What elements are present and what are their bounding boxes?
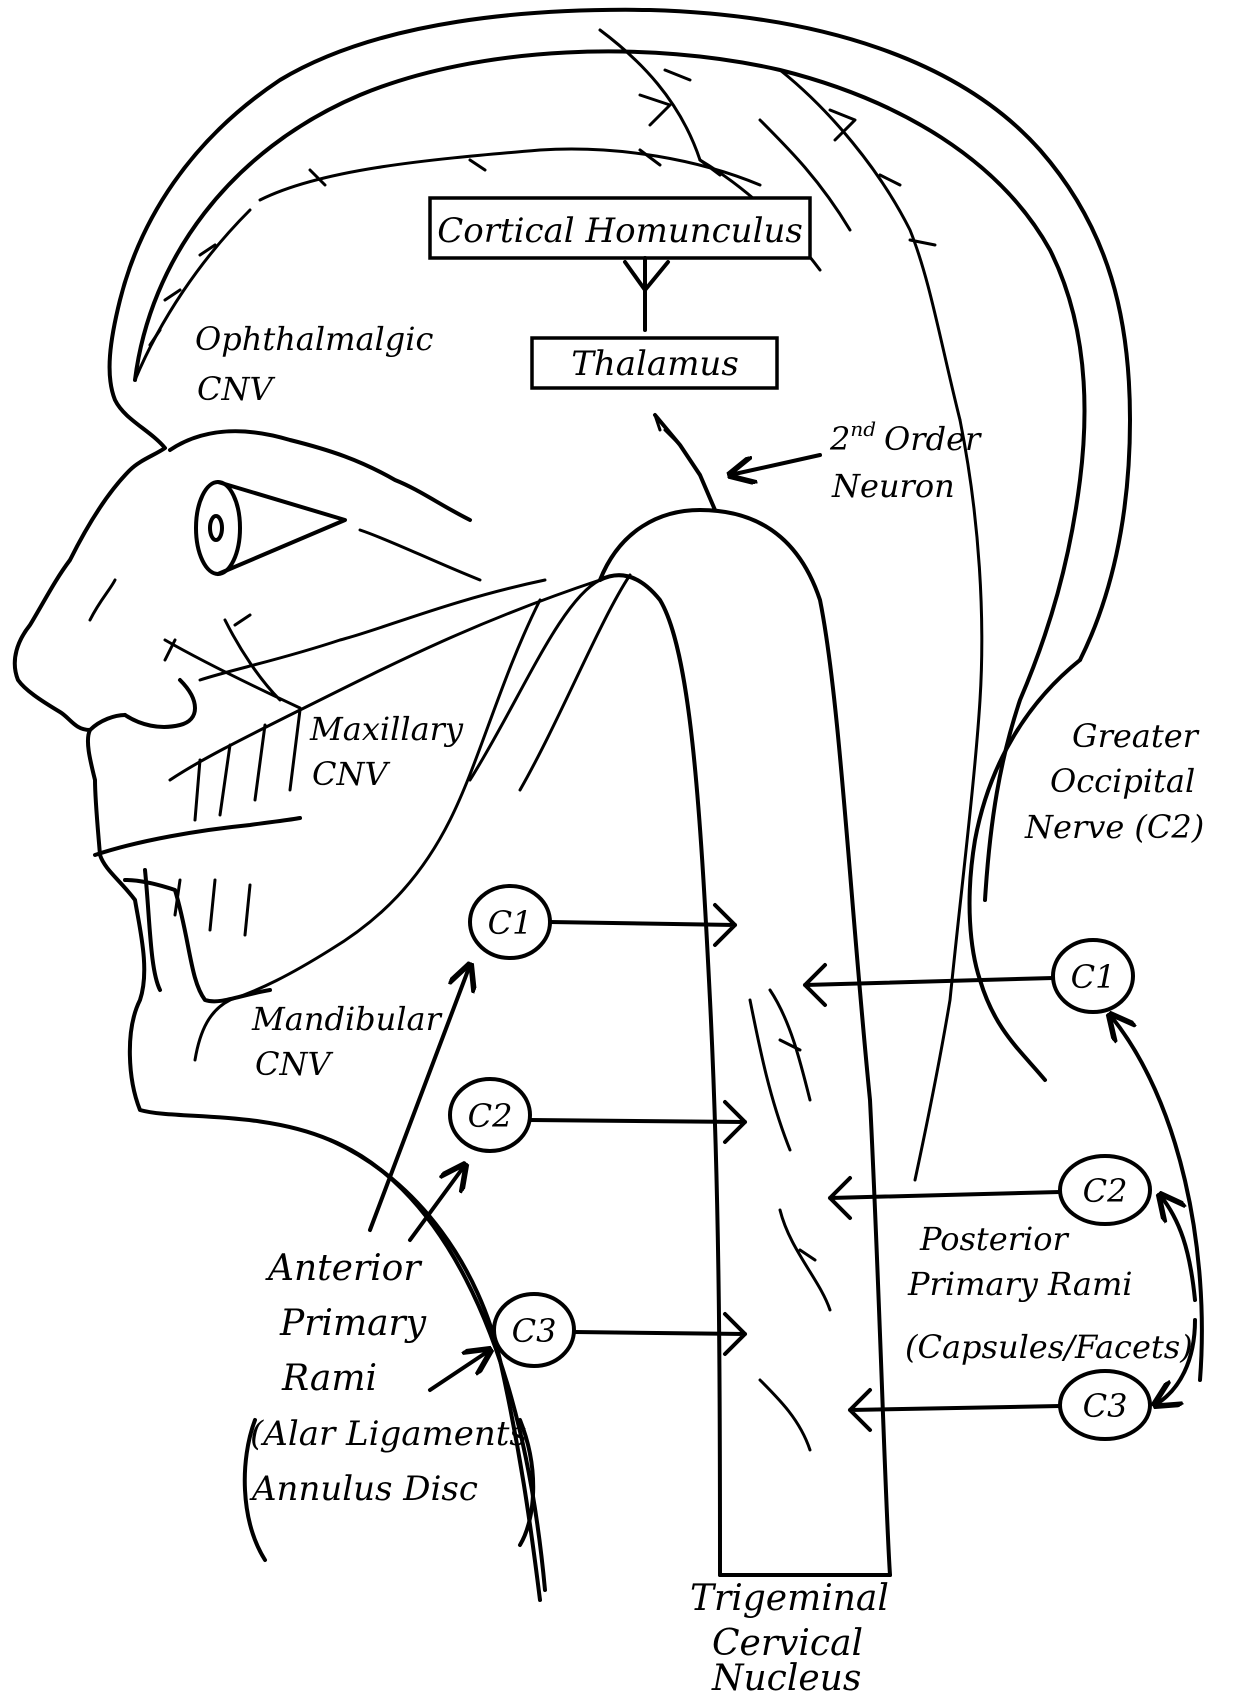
maxillary-label-line1: Maxillary	[309, 710, 464, 748]
mandibular-label-line2: CNⅤ	[255, 1045, 333, 1083]
ophthalmic-label-line1: Ophthalmalgic	[195, 320, 433, 358]
mandibular-label-line1: Mandibular	[251, 1000, 443, 1038]
thalamus-label: Thalamus	[571, 344, 739, 384]
posterior-c2-node: C2	[830, 1156, 1150, 1224]
posterior-rami-line3: (Capsules/Facets)	[905, 1328, 1193, 1366]
anterior-c3-node: C3	[494, 1294, 745, 1366]
trigeminal-trunk	[470, 510, 890, 1575]
face-details	[90, 680, 300, 1001]
anterior-c1-node: C1	[470, 886, 735, 958]
thalamus-box: Thalamus	[532, 338, 777, 388]
nucleus-line1: Trigeminal	[690, 1578, 889, 1619]
posterior-rami-line2: Primary Rami	[907, 1265, 1133, 1303]
second-order-suffix: nd	[850, 417, 876, 441]
second-order-neuron-line2: Neuron	[831, 467, 955, 505]
anterior-rami-line3: Rami	[281, 1358, 377, 1399]
maxillary-branches	[90, 530, 600, 1060]
second-order-neuron	[655, 415, 820, 510]
posterior-c1-node: C1	[805, 940, 1133, 1012]
trunk-branches	[750, 990, 830, 1450]
eye-icon	[196, 482, 345, 574]
maxillary-label-line2: CNⅤ	[312, 755, 390, 793]
anterior-c2-label: C2	[468, 1097, 513, 1135]
posterior-c3-label: C3	[1083, 1387, 1128, 1425]
second-order-number: 2	[829, 420, 850, 458]
posterior-c1-label: C1	[1071, 958, 1116, 996]
homunculus-thalamus-connector	[625, 258, 668, 330]
anterior-rami-line4: (Alar Ligaments	[250, 1414, 527, 1454]
greater-occipital-nerve	[915, 420, 982, 1180]
posterior-rami-line1: Posterior	[919, 1220, 1070, 1258]
anterior-c3-label: C3	[512, 1312, 557, 1350]
greater-occipital-label-line1: Greater	[1072, 717, 1200, 755]
greater-occipital-label-line3: Nerve (C2)	[1024, 808, 1204, 846]
anterior-c2-node: C2	[450, 1079, 745, 1151]
anterior-rami-line5: Annulus Disc	[249, 1469, 478, 1509]
cortical-homunculus-label: Cortical Homunculus	[437, 211, 803, 251]
cortical-homunculus-box: Cortical Homunculus	[430, 198, 810, 258]
ophthalmic-label-line2: CNⅤ	[197, 370, 275, 408]
anterior-rami-line1: Anterior	[265, 1248, 422, 1289]
posterior-c3-node: C3	[850, 1371, 1150, 1439]
anterior-c1-label: C1	[488, 904, 533, 942]
anterior-rami-line2: Primary	[279, 1303, 427, 1344]
greater-occipital-label-line2: Occipital	[1050, 762, 1195, 800]
posterior-c2-label: C2	[1083, 1172, 1128, 1210]
nucleus-line3: Nucleus	[711, 1658, 861, 1695]
